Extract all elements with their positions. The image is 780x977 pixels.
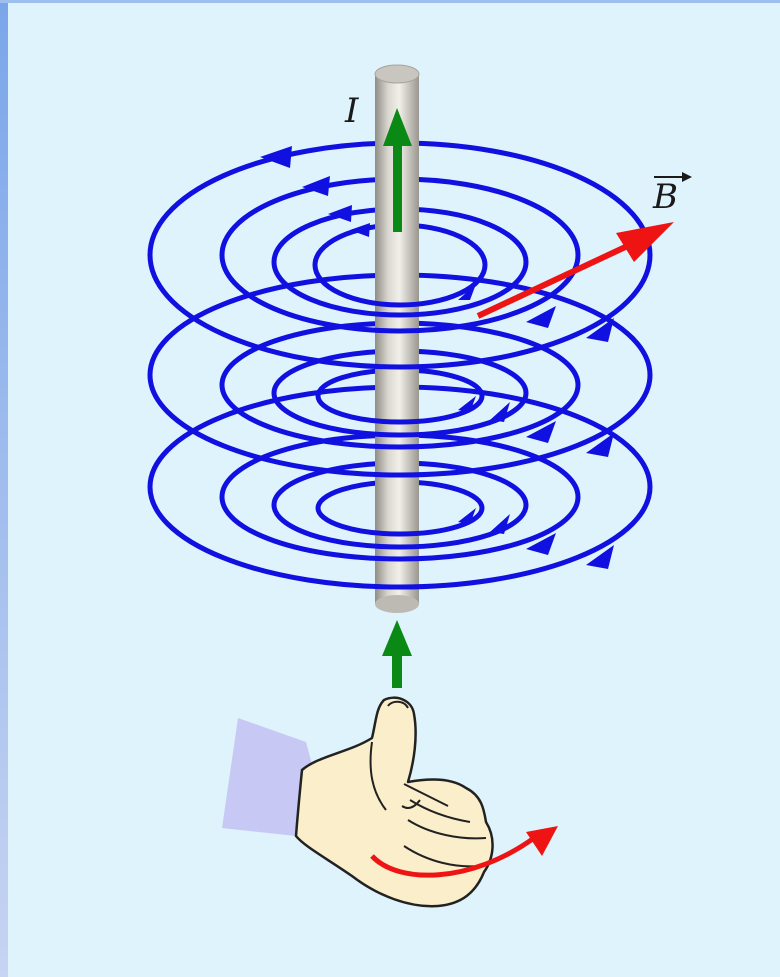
field-loops-front: [147, 254, 653, 590]
right-hand-icon: [222, 696, 494, 908]
field-vector-arrow-icon: [476, 222, 674, 319]
hand-body: [294, 696, 494, 908]
curl-arrow-icon: [370, 826, 558, 878]
field-label: B: [652, 177, 678, 217]
current-arrow-icon: [383, 108, 412, 232]
top-frame-border: [0, 0, 780, 3]
field-label-group: B: [652, 172, 692, 217]
left-frame-border: [0, 0, 8, 977]
current-label: I: [344, 91, 359, 131]
vector-overbar-head: [682, 172, 692, 182]
sleeve: [222, 718, 312, 836]
thumb-direction-arrow-icon: [382, 620, 412, 688]
field-direction-arrowheads: [260, 146, 614, 569]
